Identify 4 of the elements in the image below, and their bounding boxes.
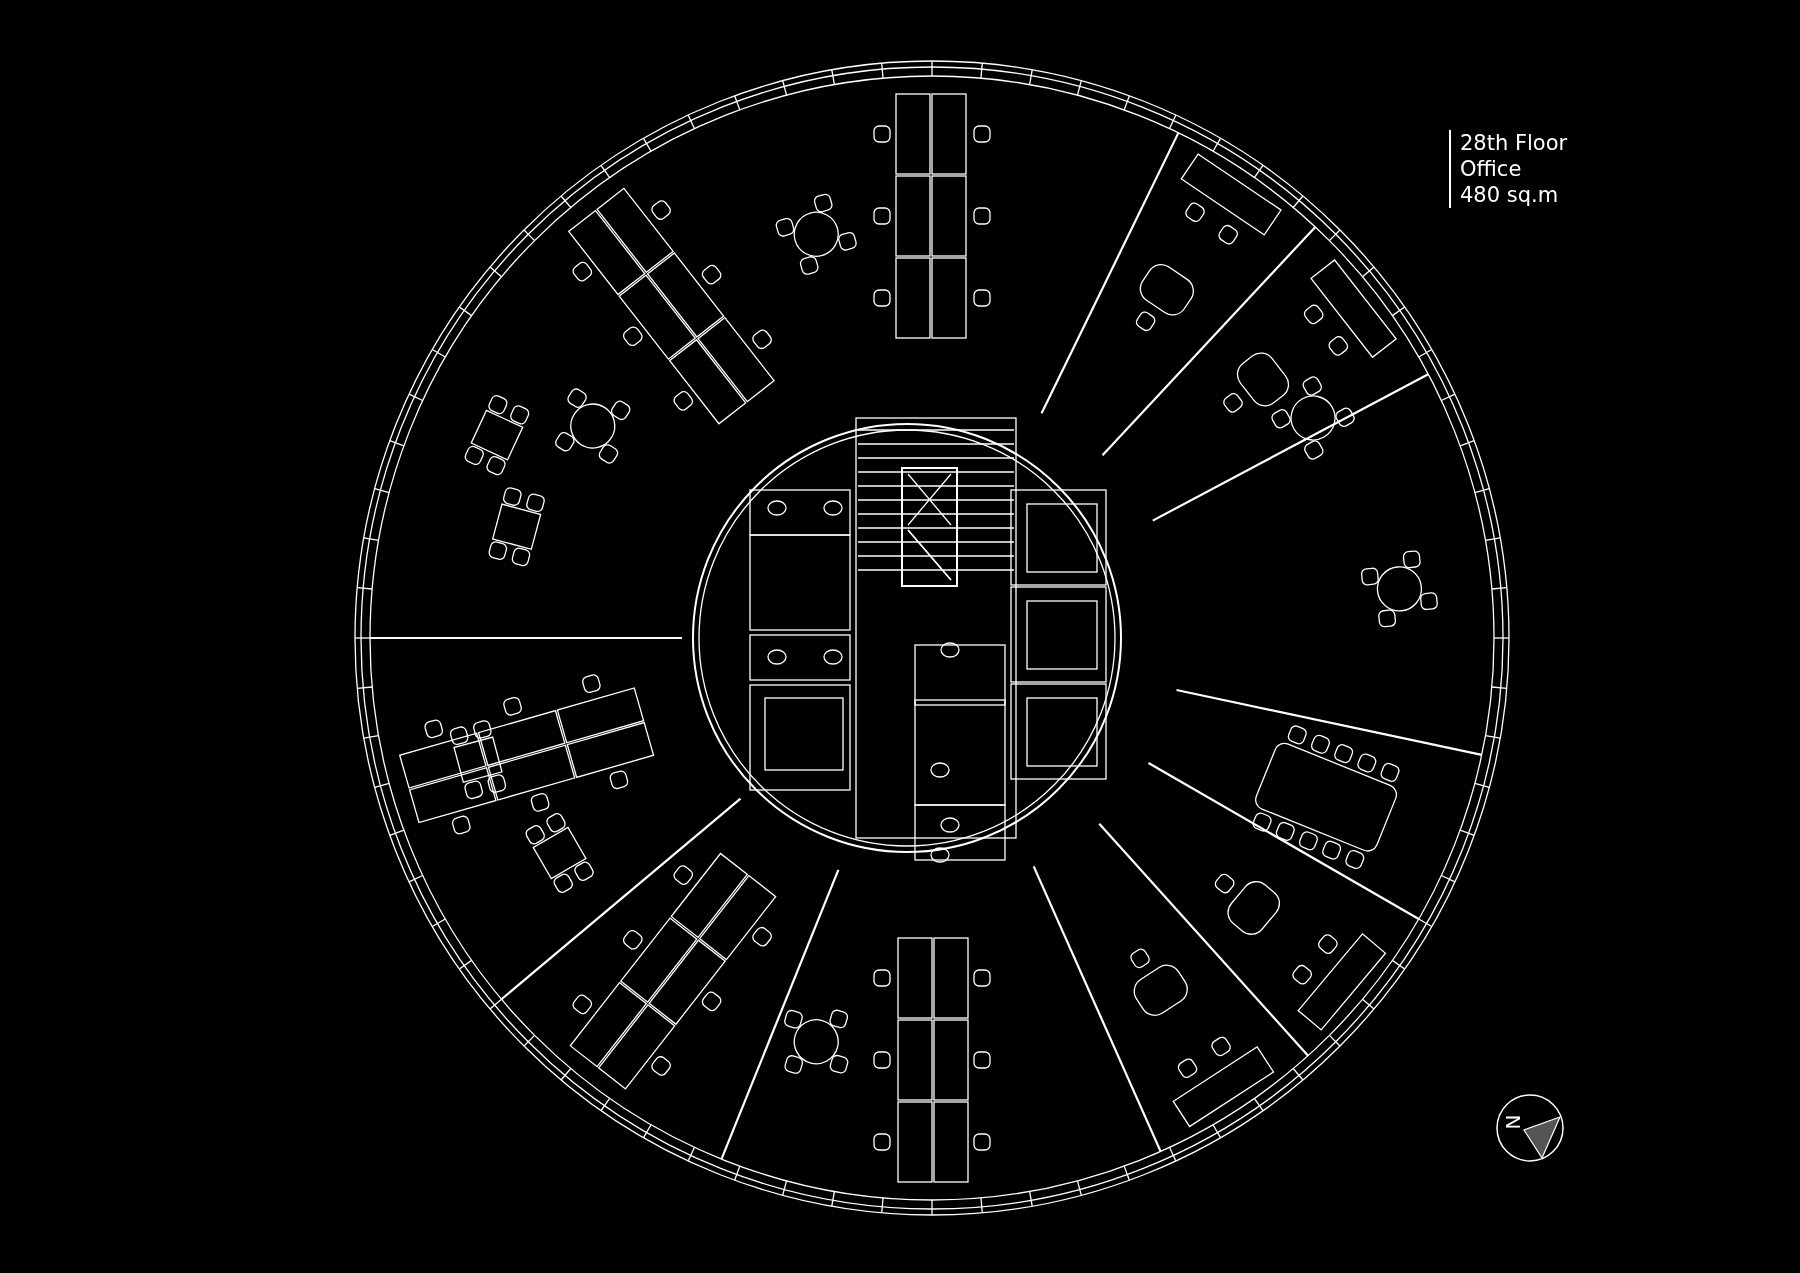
floor-label: 28th Floor	[1460, 130, 1568, 156]
use-label: Office	[1460, 156, 1523, 182]
area-label: 480 sq.m	[1460, 182, 1560, 208]
north-label: N	[1503, 1114, 1524, 1130]
